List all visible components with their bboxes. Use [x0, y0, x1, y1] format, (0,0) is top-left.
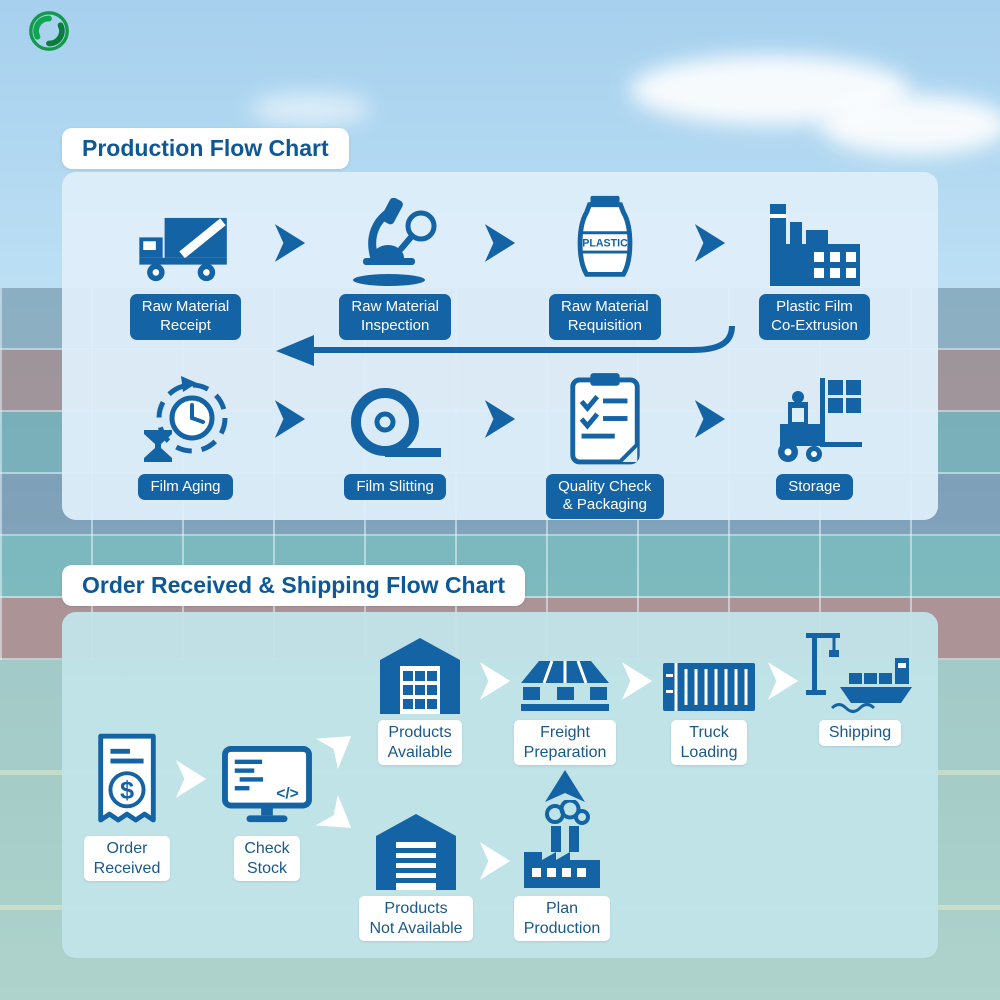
- node-products-available: Products Available: [355, 628, 485, 766]
- flow-arrow-up-right-icon: [315, 736, 352, 770]
- step-film-slitting: Film Slitting: [308, 372, 483, 520]
- flow-arrow-down-right-icon: [315, 794, 352, 828]
- node-order-received: $ Order Received: [62, 730, 192, 882]
- node-products-not-available: Products Not Available: [351, 802, 481, 942]
- flow-arrow-right-icon: [484, 399, 516, 438]
- flow-arrow-right-icon: [694, 224, 725, 262]
- flow-arrow-right-icon: [767, 662, 799, 700]
- node-label: Check Stock: [234, 836, 300, 882]
- node-shipping: Shipping: [795, 628, 925, 746]
- production-flow-row-2: Film Aging Film Slitting: [62, 372, 938, 520]
- step-label: Film Aging: [138, 473, 233, 501]
- shipping-container-icon: [663, 663, 755, 711]
- step-label: Plastic Film Co-Extrusion: [759, 294, 870, 340]
- step-label: Storage: [776, 473, 853, 501]
- cloud-decoration: [820, 95, 1000, 155]
- pallet-icon: [521, 660, 609, 711]
- step-film-aging: Film Aging: [98, 372, 273, 520]
- quality-clipboard-icon: [570, 372, 640, 464]
- step-raw-material-receipt: Raw Material Receipt: [98, 192, 273, 340]
- flow-arrow-right-icon: [275, 399, 306, 438]
- warehouse-shelves-icon: [380, 638, 460, 714]
- step-raw-material-requisition: PLASTIC Raw Material Requisition: [517, 192, 692, 340]
- shipping-chart-panel: $ Order Received </> Check Stock: [62, 612, 938, 958]
- flow-arrow-up-icon: [545, 770, 585, 802]
- flow-arrow-right-icon: [621, 662, 653, 700]
- step-raw-material-inspection: Raw Material Inspection: [308, 192, 483, 340]
- film-roll-icon: [351, 387, 442, 457]
- return-flow-arrow: [276, 325, 735, 366]
- step-plastic-film-co-extrusion: Plastic Film Co-Extrusion: [727, 192, 902, 340]
- microscope-icon: [353, 198, 437, 286]
- computer-monitor-icon: </>: [222, 745, 312, 823]
- invoice-icon: $: [98, 733, 156, 823]
- svg-text:</>: </>: [276, 786, 299, 803]
- shipping-chart-title: Order Received & Shipping Flow Chart: [62, 565, 526, 606]
- flow-arrow-right-icon: [479, 662, 511, 700]
- node-label: Freight Preparation: [513, 720, 617, 766]
- step-label: Raw Material Requisition: [549, 294, 661, 340]
- plastic-bag-icon: PLASTIC: [577, 195, 633, 277]
- step-storage: Storage: [727, 372, 902, 520]
- step-label: Film Slitting: [344, 473, 446, 501]
- svg-text:$: $: [120, 777, 134, 805]
- node-plan-production: Plan Production: [497, 800, 627, 942]
- node-label: Products Not Available: [359, 896, 473, 942]
- node-label: Plan Production: [513, 896, 611, 942]
- company-logo-icon: [29, 11, 69, 51]
- node-truck-loading: Truck Loading: [644, 628, 774, 766]
- flow-arrow-right-icon: [175, 760, 207, 798]
- production-factory-icon: [524, 800, 600, 888]
- warehouse-closed-icon: [376, 814, 456, 890]
- production-chart-title: Production Flow Chart: [62, 128, 349, 169]
- node-check-stock: </> Check Stock: [202, 730, 332, 882]
- flow-arrow-right-icon: [484, 224, 516, 262]
- production-chart-panel: Raw Material Receipt Raw Material Insp: [62, 172, 938, 520]
- aging-clock-icon: [143, 375, 227, 462]
- truck-icon: [138, 217, 227, 282]
- step-label: Raw Material Receipt: [129, 294, 242, 340]
- step-label: Quality Check & Packaging: [546, 473, 664, 519]
- node-label: Order Received: [83, 836, 171, 882]
- extrusion-factory-icon: [770, 204, 861, 286]
- node-label: Products Available: [377, 720, 463, 766]
- step-label: Raw Material Inspection: [339, 294, 451, 340]
- forklift-icon: [778, 377, 863, 462]
- production-flow-row-1: Raw Material Receipt Raw Material Insp: [62, 172, 938, 340]
- step-quality-check-packaging: Quality Check & Packaging: [517, 372, 692, 519]
- flow-arrow-right-icon: [694, 399, 725, 438]
- node-label: Truck Loading: [670, 720, 748, 766]
- flow-arrow-right-icon: [479, 842, 511, 880]
- svg-text:PLASTIC: PLASTIC: [582, 237, 628, 249]
- cloud-decoration: [250, 92, 370, 126]
- node-label: Shipping: [818, 720, 902, 746]
- flow-arrow-right-icon: [275, 224, 306, 262]
- node-freight-preparation: Freight Preparation: [500, 628, 630, 766]
- cargo-ship-crane-icon: [806, 633, 912, 713]
